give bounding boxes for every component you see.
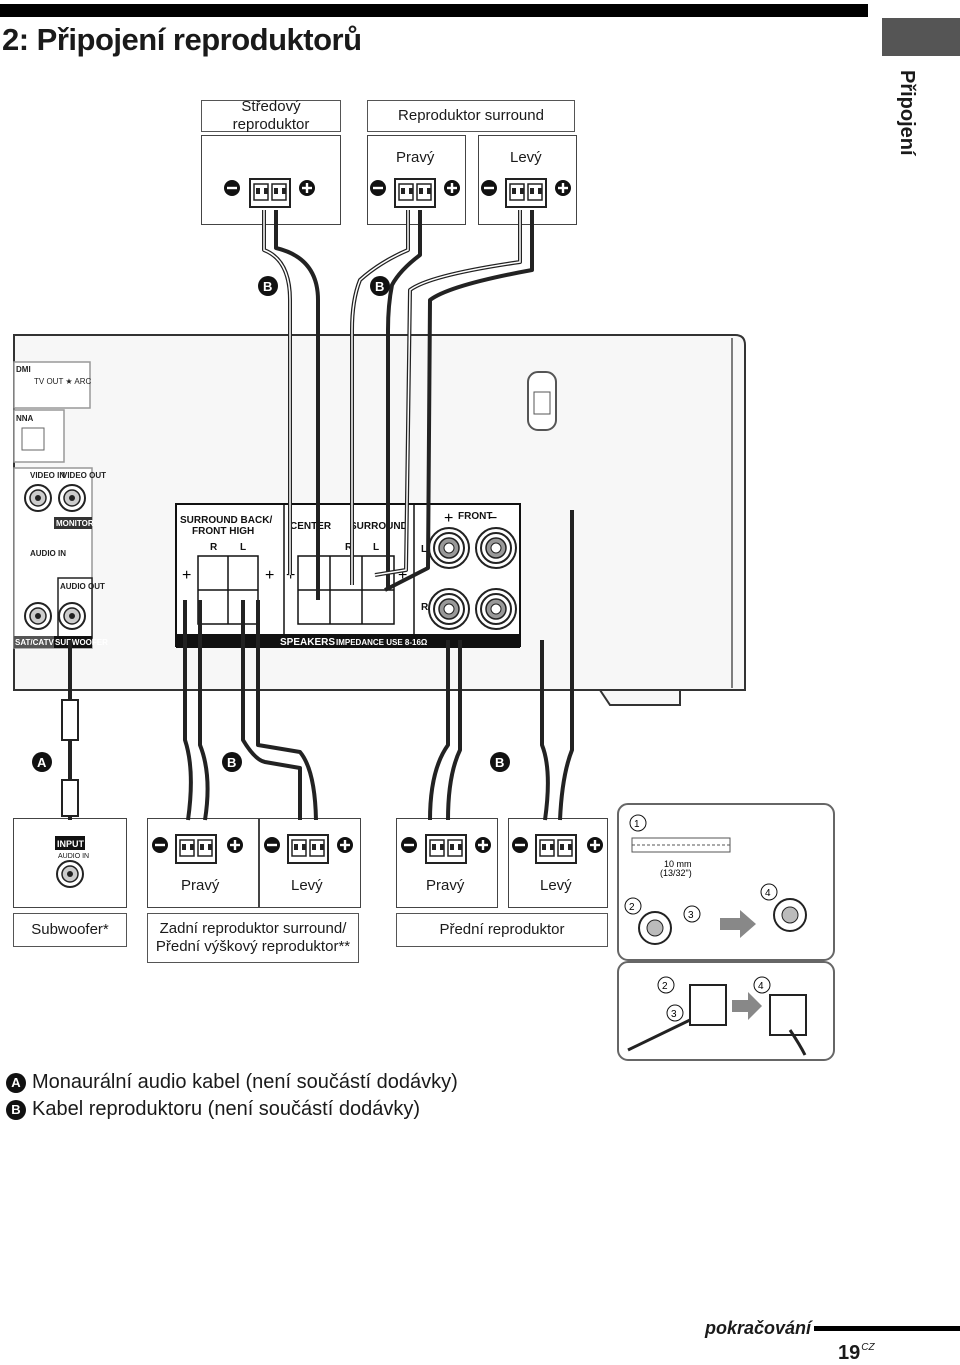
svg-text:3: 3 [688, 910, 694, 921]
svg-text:B: B [227, 755, 236, 770]
svg-text:AUDIO OUT: AUDIO OUT [60, 582, 105, 591]
svg-text:A: A [37, 755, 47, 770]
svg-text:L: L [373, 542, 379, 553]
svg-text:−: − [488, 510, 497, 527]
svg-text:VIDEO OUT: VIDEO OUT [62, 471, 106, 480]
svg-text:R: R [210, 542, 218, 553]
svg-text:IMPEDANCE USE 8-16Ω: IMPEDANCE USE 8-16Ω [336, 638, 428, 647]
header-bar [0, 4, 868, 17]
svg-text:INPUT: INPUT [57, 839, 85, 849]
svg-text:(13/32"): (13/32") [660, 868, 692, 878]
cable-b-badge: B B A B B [32, 276, 510, 772]
svg-text:4: 4 [765, 888, 771, 899]
svg-text:FRONT: FRONT [458, 511, 492, 522]
front-speaker-label: Přední reproduktor [396, 913, 608, 947]
svg-text:2: 2 [629, 902, 635, 913]
svg-text:+: + [444, 510, 453, 527]
page-title: 2: Připojení reproduktorů [2, 22, 362, 57]
svg-text:SAT/CATV: SAT/CATV [15, 638, 54, 647]
svg-text:2: 2 [662, 981, 668, 992]
footer-rule [814, 1326, 960, 1331]
svg-text:AUDIO IN: AUDIO IN [30, 549, 66, 558]
surround-right-label: Pravý [396, 149, 435, 166]
svg-text:DMI: DMI [16, 365, 31, 374]
svg-text:TV OUT ★ ARC: TV OUT ★ ARC [34, 377, 91, 386]
svg-text:R: R [421, 602, 429, 613]
svg-text:SUBWOOFER: SUBWOOFER [55, 638, 108, 647]
svg-text:SPEAKERS: SPEAKERS [280, 637, 335, 648]
surround-left-label: Levý [510, 149, 542, 166]
svg-text:B: B [375, 279, 384, 294]
svg-text:VIDEO IN: VIDEO IN [30, 471, 65, 480]
front-left-label: Levý [540, 877, 572, 894]
svg-text:10 mm: 10 mm [664, 859, 692, 869]
svg-text:+: + [182, 567, 191, 584]
svg-text:L: L [240, 542, 246, 553]
subwoofer-label: Subwoofer* [13, 913, 127, 947]
svg-text:4: 4 [758, 981, 764, 992]
svg-text:AUDIO IN: AUDIO IN [58, 853, 89, 860]
continued-label: pokračování [705, 1318, 812, 1338]
page-number: 19CZ [838, 1342, 875, 1364]
rear-right-label: Pravý [181, 877, 220, 894]
surround-speaker-label: Reproduktor surround [367, 100, 575, 132]
svg-text:SURROUND BACK/: SURROUND BACK/ [180, 515, 272, 526]
svg-text:CENTER: CENTER [290, 521, 332, 532]
rear-surround-label: Zadní reproduktor surround/ Přední výško… [147, 913, 359, 963]
svg-text:B: B [495, 755, 504, 770]
svg-text:+: + [265, 567, 274, 584]
svg-text:R: R [345, 542, 353, 553]
front-right-label: Pravý [426, 877, 465, 894]
rear-left-label: Levý [291, 877, 323, 894]
svg-text:1: 1 [634, 819, 640, 830]
svg-text:NNA: NNA [16, 414, 34, 423]
svg-text:MONITOR: MONITOR [56, 519, 94, 528]
svg-text:FRONT HIGH: FRONT HIGH [192, 526, 254, 537]
svg-text:3: 3 [671, 1009, 677, 1020]
svg-text:+: + [286, 567, 295, 584]
svg-text:L: L [421, 544, 427, 555]
svg-text:B: B [263, 279, 272, 294]
section-tab [882, 18, 960, 56]
svg-text:+: + [398, 567, 407, 584]
center-speaker-label: Středový reproduktor [201, 98, 341, 133]
svg-text:SURROUND: SURROUND [350, 521, 408, 532]
